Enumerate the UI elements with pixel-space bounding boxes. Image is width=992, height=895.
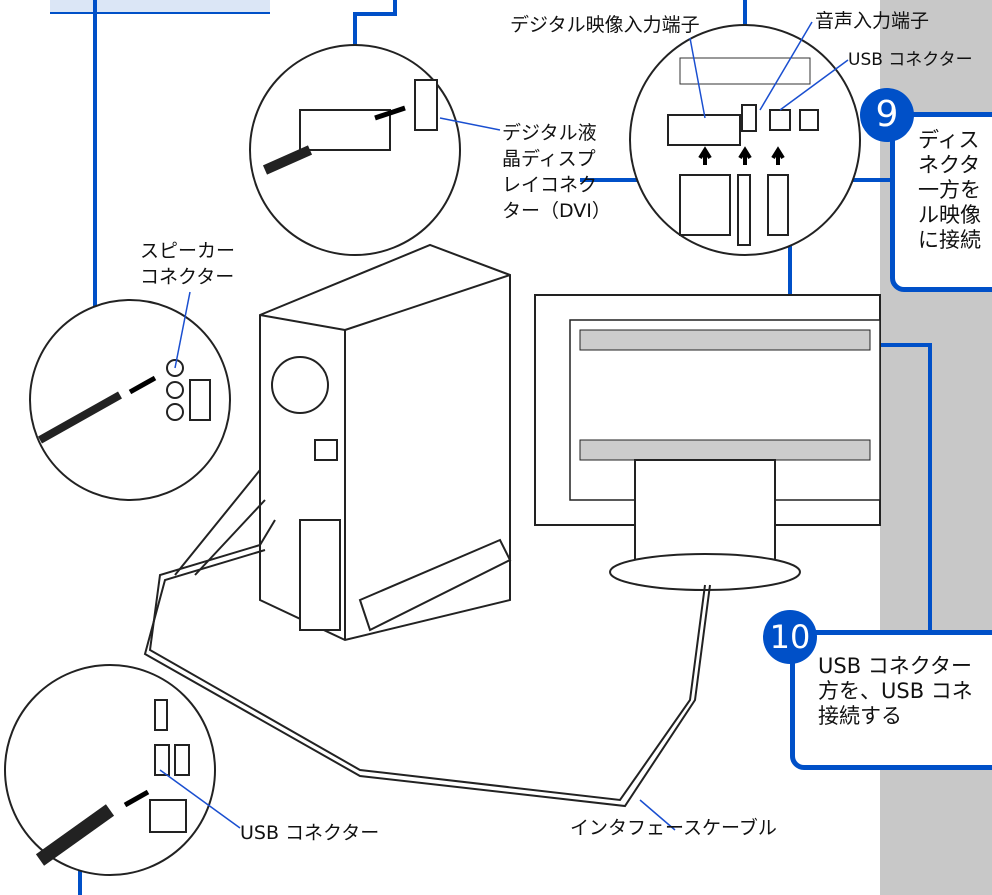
- digital-video-input-label: デジタル映像入力端子: [510, 14, 700, 36]
- speaker-line-1: スピーカー: [140, 240, 236, 262]
- step-9-line-1: ディス: [918, 128, 980, 152]
- step-9-box: [890, 112, 992, 292]
- top-tab: [50, 0, 270, 14]
- step-9-badge: 9: [860, 88, 914, 142]
- step-9-line-3: 一方を: [918, 178, 981, 202]
- interface-cable-label: インタフェースケーブル: [570, 817, 777, 839]
- speaker-connector-label: スピーカー コネクター: [140, 238, 235, 290]
- thin-leader-lines: [159, 21, 849, 831]
- step-10-line-3: 接続する: [818, 704, 902, 728]
- step-10-text: USB コネクター 方を、USB コネ 接続する: [818, 654, 973, 729]
- digital-lcd-line-4: ター（DVI）: [502, 200, 611, 222]
- audio-input-label: 音声入力端子: [815, 10, 930, 32]
- step-9-line-2: ネクタ: [918, 153, 981, 177]
- rear-panel-zoom-circle: [629, 24, 861, 256]
- step-9-line-5: に接続: [918, 228, 981, 252]
- step-9-line-4: ル映像: [918, 203, 981, 227]
- step-10-line-2: 方を、USB コネ: [818, 679, 973, 703]
- step-10-box: [790, 630, 992, 770]
- digital-lcd-connector-label: デジタル液 晶ディスプ レイコネク ター（DVI）: [502, 120, 611, 224]
- digital-lcd-line-2: 晶ディスプ: [502, 148, 596, 170]
- digital-lcd-line-3: レイコネク: [502, 174, 598, 196]
- pc-tower: [259, 243, 512, 642]
- usb-zoom-circle: [4, 664, 216, 876]
- usb-connector-top-label: USB コネクター: [848, 50, 973, 70]
- monitor: [534, 294, 881, 591]
- cables: [143, 469, 711, 808]
- step-10-line-1: USB コネクター: [818, 654, 972, 678]
- speaker-line-2: コネクター: [140, 266, 235, 288]
- digital-lcd-line-1: デジタル液: [502, 122, 597, 144]
- step-9-text: ディス ネクタ 一方を ル映像 に接続: [918, 128, 981, 253]
- speaker-zoom-circle: [29, 299, 231, 501]
- step-10-badge: 10: [763, 610, 817, 664]
- pc-dvi-zoom-circle: [249, 44, 461, 256]
- usb-connector-bottom-label: USB コネクター: [240, 822, 380, 844]
